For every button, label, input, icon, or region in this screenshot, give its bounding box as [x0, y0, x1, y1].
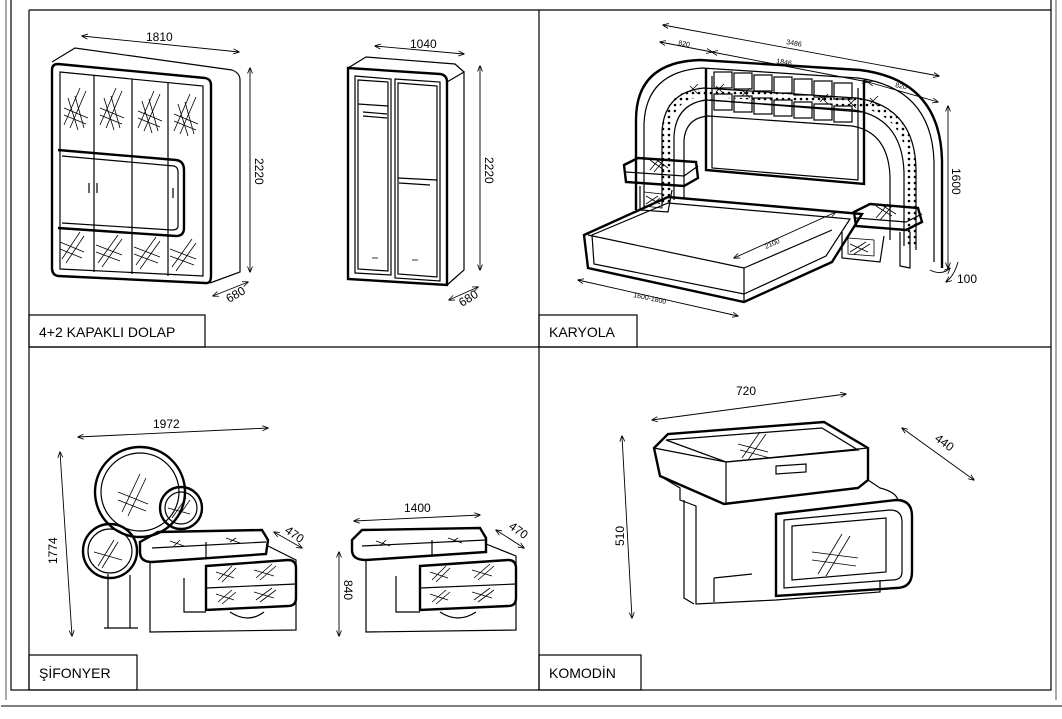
label-nightstand: KOMODİN — [538, 654, 642, 691]
dim-small-depth: 680 — [456, 287, 481, 310]
dim-bed-side-left: 820 — [678, 40, 691, 49]
wardrobe-small — [346, 56, 465, 287]
dim-bed-clearance: 100 — [957, 272, 977, 286]
dim-nightstand-width: 720 — [736, 384, 756, 398]
label-bed-text: KARYOLA — [549, 324, 616, 340]
dresser-with-mirror — [81, 445, 298, 633]
nightstand-dims: 720 440 510 — [613, 384, 974, 618]
dim-big-depth: 680 — [224, 283, 249, 305]
label-wardrobe-text: 4+2 KAPAKLI DOLAP — [39, 324, 175, 340]
wardrobe-small-dims: 1040 2220 680 — [375, 37, 496, 310]
dim-small-width: 1040 — [410, 37, 437, 51]
dim-big-height: 2220 — [252, 158, 266, 185]
dim-bed-length: 2100 — [764, 238, 781, 251]
dim-bed-center: 1846 — [776, 58, 793, 68]
dim-bed-overall: 3486 — [786, 39, 803, 49]
dim-small-height: 2220 — [482, 157, 496, 184]
dim-bed-side-right: 820 — [895, 82, 908, 91]
label-nightstand-text: KOMODİN — [549, 664, 616, 681]
dim-nightstand-depth: 440 — [932, 431, 957, 454]
label-bed: KARYOLA — [538, 314, 638, 348]
dim-dresser-depth-a: 470 — [282, 523, 307, 546]
dim-big-width: 1810 — [146, 30, 173, 44]
nightstand — [652, 420, 914, 605]
label-dresser: ŞİFONYER — [28, 654, 138, 691]
dim-dresser-mirror-height: 1774 — [46, 537, 60, 564]
label-dresser-text: ŞİFONYER — [39, 664, 111, 681]
dim-dresser-width: 1400 — [404, 501, 431, 515]
bed — [582, 58, 944, 304]
dim-bed-width: 1600-1800 — [633, 292, 667, 306]
wardrobe-large — [50, 47, 241, 285]
dim-dresser-mirror-width: 1972 — [153, 417, 180, 431]
dim-bed-height: 1600 — [949, 168, 963, 195]
label-wardrobe: 4+2 KAPAKLI DOLAP — [28, 314, 206, 348]
dim-nightstand-height: 510 — [613, 526, 627, 546]
dresser-nomirror — [350, 526, 518, 633]
dim-dresser-height: 840 — [341, 580, 355, 600]
